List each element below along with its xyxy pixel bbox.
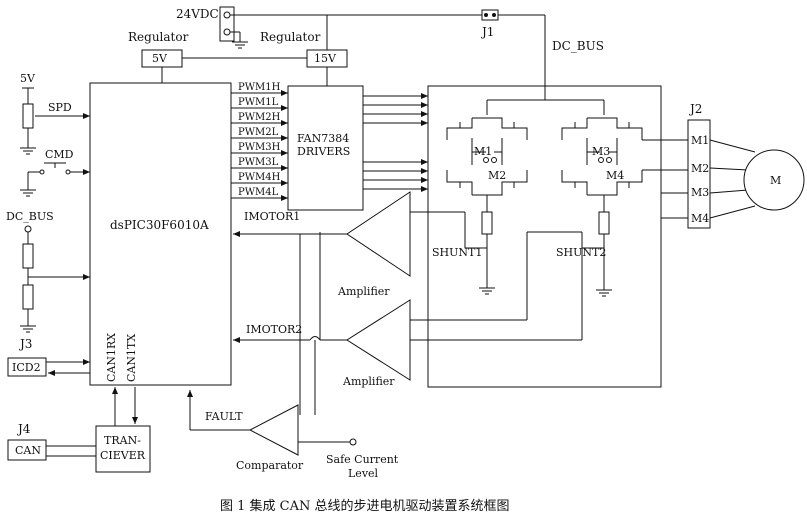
cmd-switch (39, 169, 45, 175)
pwm-label-2: PWM1L (238, 97, 279, 108)
can-rx-label: CAN1RX (105, 333, 118, 382)
m4-node: M4 (606, 169, 624, 182)
driver-section: FAN7384 DRIVERS (287, 85, 428, 211)
xcvr-line-1: TRAN- (104, 434, 141, 447)
supply-section: 24VDC J1 DC_BUS Regulator 5V Regulator 1… (128, 6, 604, 100)
cmd-label: CMD (45, 148, 74, 161)
j2-connector (687, 119, 711, 229)
imotor1-label: IMOTOR1 (244, 210, 300, 223)
j1-jumper (481, 9, 499, 21)
h-bridge-a: M1 M2 (446, 117, 528, 212)
icd2-label: ICD2 (12, 361, 41, 374)
pwm-line-6: PWM3L (231, 157, 288, 171)
dspic-controller (89, 82, 232, 386)
bridge-section: M1 M2 M3 M4 SHUNT1 SHUNT2 (410, 85, 688, 388)
pwm-label-1: PWM1H (238, 82, 281, 93)
comparator (248, 404, 299, 456)
can-port (7, 439, 47, 461)
m3-node: M3 (592, 145, 610, 158)
pwm-label-7: PWM4H (238, 172, 281, 183)
input-section: 5V SPD CMD DC_BUS J3 ICD2 (6, 72, 90, 377)
divider-resistor-1 (22, 243, 34, 269)
spd-potentiometer (22, 103, 34, 129)
controller-section: dsPIC30F6010A CAN1RX CAN1TX (89, 82, 232, 386)
regulator-1-label: Regulator (128, 30, 189, 44)
pwm-label-8: PWM4L (238, 187, 279, 198)
motor-label: M (770, 174, 781, 187)
ref-terminal (349, 438, 357, 446)
regulator-15v-value: 15V (314, 52, 337, 65)
motor-section: J2 M1 M2 M3 M4 M (687, 102, 805, 229)
spd-label: SPD (48, 101, 72, 114)
amplifier-2 (346, 299, 411, 381)
fan7384-driver (287, 85, 364, 211)
j1-label: J1 (480, 25, 494, 39)
comparator-section: Comparator FAULT Safe Current Level (187, 390, 399, 480)
j3-label: J3 (18, 337, 32, 351)
h-bridge-b: M3 M4 (561, 117, 643, 212)
can-tx-label: CAN1TX (125, 334, 138, 382)
vin-label: 24VDC (176, 7, 219, 21)
m2-node: M2 (488, 169, 506, 182)
icd2-box (7, 357, 47, 377)
pwm-label-3: PWM2H (238, 112, 281, 123)
comparator-label: Comparator (236, 459, 304, 472)
j2-pin-3: M3 (691, 186, 709, 199)
pwm-bus: PWM1H PWM1L PWM2H PWM2L PWM3H PWM3L PWM4… (231, 82, 288, 201)
regulator-2-label: Regulator (260, 30, 321, 44)
driver-line-1: FAN7384 (297, 132, 349, 145)
can-section: TRAN- CIEVER J4 CAN (7, 387, 151, 473)
shunt1-label: SHUNT1 (432, 246, 482, 259)
pwm-label-4: PWM2L (238, 127, 279, 138)
shunt2-label: SHUNT2 (556, 246, 606, 259)
driver-line-2: DRIVERS (297, 145, 350, 158)
motor-icon (743, 149, 805, 211)
pwm-line-1: PWM1H (231, 82, 288, 96)
fault-label: FAULT (205, 410, 243, 423)
amplifier-section: Amplifier IMOTOR1 Amplifier IMOTOR2 (233, 191, 411, 415)
controller-name: dsPIC30F6010A (110, 218, 209, 232)
pwm-line-5: PWM3H (231, 142, 288, 156)
pwm-line-3: PWM2H (231, 112, 288, 126)
dcbus-label: DC_BUS (552, 39, 604, 53)
ref-line-1: Safe Current (326, 453, 399, 466)
v5-label: 5V (20, 72, 36, 85)
j2-pin-1: M1 (691, 134, 709, 147)
ref-line-2: Level (348, 467, 379, 480)
amplifier-2-label: Amplifier (342, 375, 395, 388)
imotor2-label: IMOTOR2 (246, 323, 302, 336)
pwm-label-5: PWM3H (238, 142, 281, 153)
regulator-5v-value: 5V (152, 52, 168, 65)
can-port-label: CAN (15, 444, 41, 457)
shunt-2 (598, 211, 610, 235)
pwm-line-7: PWM4H (231, 172, 288, 186)
pwm-line-8: PWM4L (231, 187, 288, 201)
m1-node: M1 (474, 145, 492, 158)
shunt-1 (481, 211, 493, 235)
can-transceiver (95, 425, 151, 473)
amplifier-1-label: Amplifier (337, 285, 390, 298)
pwm-line-2: PWM1L (231, 97, 288, 111)
amplifier-1 (346, 191, 411, 277)
pwm-label-6: PWM3L (238, 157, 279, 168)
j4-label: J4 (16, 422, 31, 436)
xcvr-line-2: CIEVER (100, 449, 146, 462)
divider-resistor-2 (22, 284, 34, 310)
dcbus-input-label: DC_BUS (6, 210, 54, 223)
pwm-line-4: PWM2L (231, 127, 288, 141)
power-bridge (427, 85, 662, 388)
j2-pin-4: M4 (691, 212, 709, 225)
j2-label: J2 (688, 102, 702, 116)
figure-caption: 图 1 集成 CAN 总线的步进电机驱动装置系统框图 (220, 498, 510, 514)
j2-pin-2: M2 (691, 162, 709, 175)
